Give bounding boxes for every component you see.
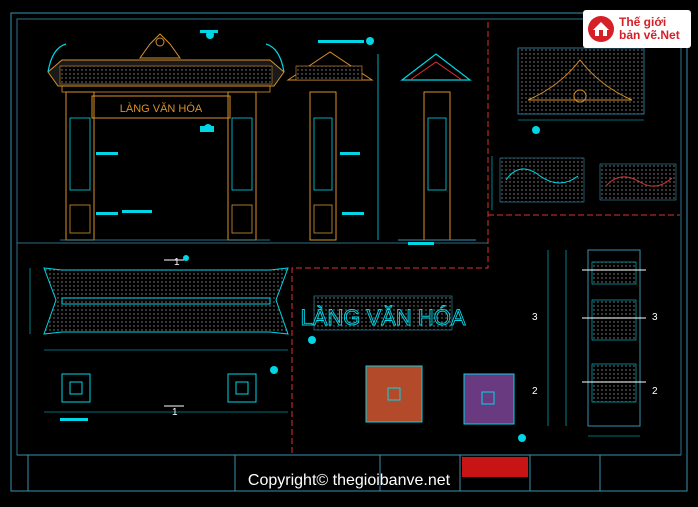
- footing-plans: [365, 365, 515, 425]
- section-mark-1-bottom: 1: [172, 407, 178, 418]
- brand-logo[interactable]: Thế giới bản vẽ.Net: [583, 10, 691, 48]
- section-mark-3-right: 3: [652, 312, 658, 323]
- red-divider-top: [291, 22, 489, 455]
- section-markers: 1 1 3 3 2 2: [164, 257, 658, 418]
- main-sign-text: LÀNG VĂN HÓA: [120, 102, 203, 115]
- roof-plan: [29, 267, 289, 351]
- brand-line-1: Thế giới: [619, 15, 667, 29]
- dragon-details: [491, 156, 677, 210]
- copyright-watermark: Copyright© thegioibanve.net: [247, 472, 451, 489]
- brand-name: Thế giới bản vẽ.Net: [619, 16, 680, 42]
- title-block-red-box: [462, 457, 528, 477]
- title-block: [17, 454, 681, 491]
- section-mark-3-left: 3: [532, 312, 538, 323]
- outer-frame: [10, 12, 688, 492]
- brand-line-2: bản vẽ.Net: [619, 28, 680, 42]
- ornament-detail: [517, 47, 645, 121]
- section-mark-2-right: 2: [652, 386, 658, 397]
- main-gate-elevation: LÀNG VĂN HÓA: [47, 33, 285, 241]
- section-1-1: [398, 53, 476, 241]
- side-gate-elevation: [286, 51, 379, 241]
- sign-lettering-detail: LÀNG VĂN HÓA: [300, 295, 466, 330]
- column-base-plans: [44, 373, 288, 413]
- detail-sign-text: LÀNG VĂN HÓA: [300, 305, 465, 330]
- column-section-detail: [547, 249, 646, 437]
- house-icon: [588, 16, 614, 42]
- section-mark-2-left: 2: [532, 386, 538, 397]
- section-mark-1-top: 1: [174, 257, 180, 268]
- callout-tags: [60, 30, 540, 442]
